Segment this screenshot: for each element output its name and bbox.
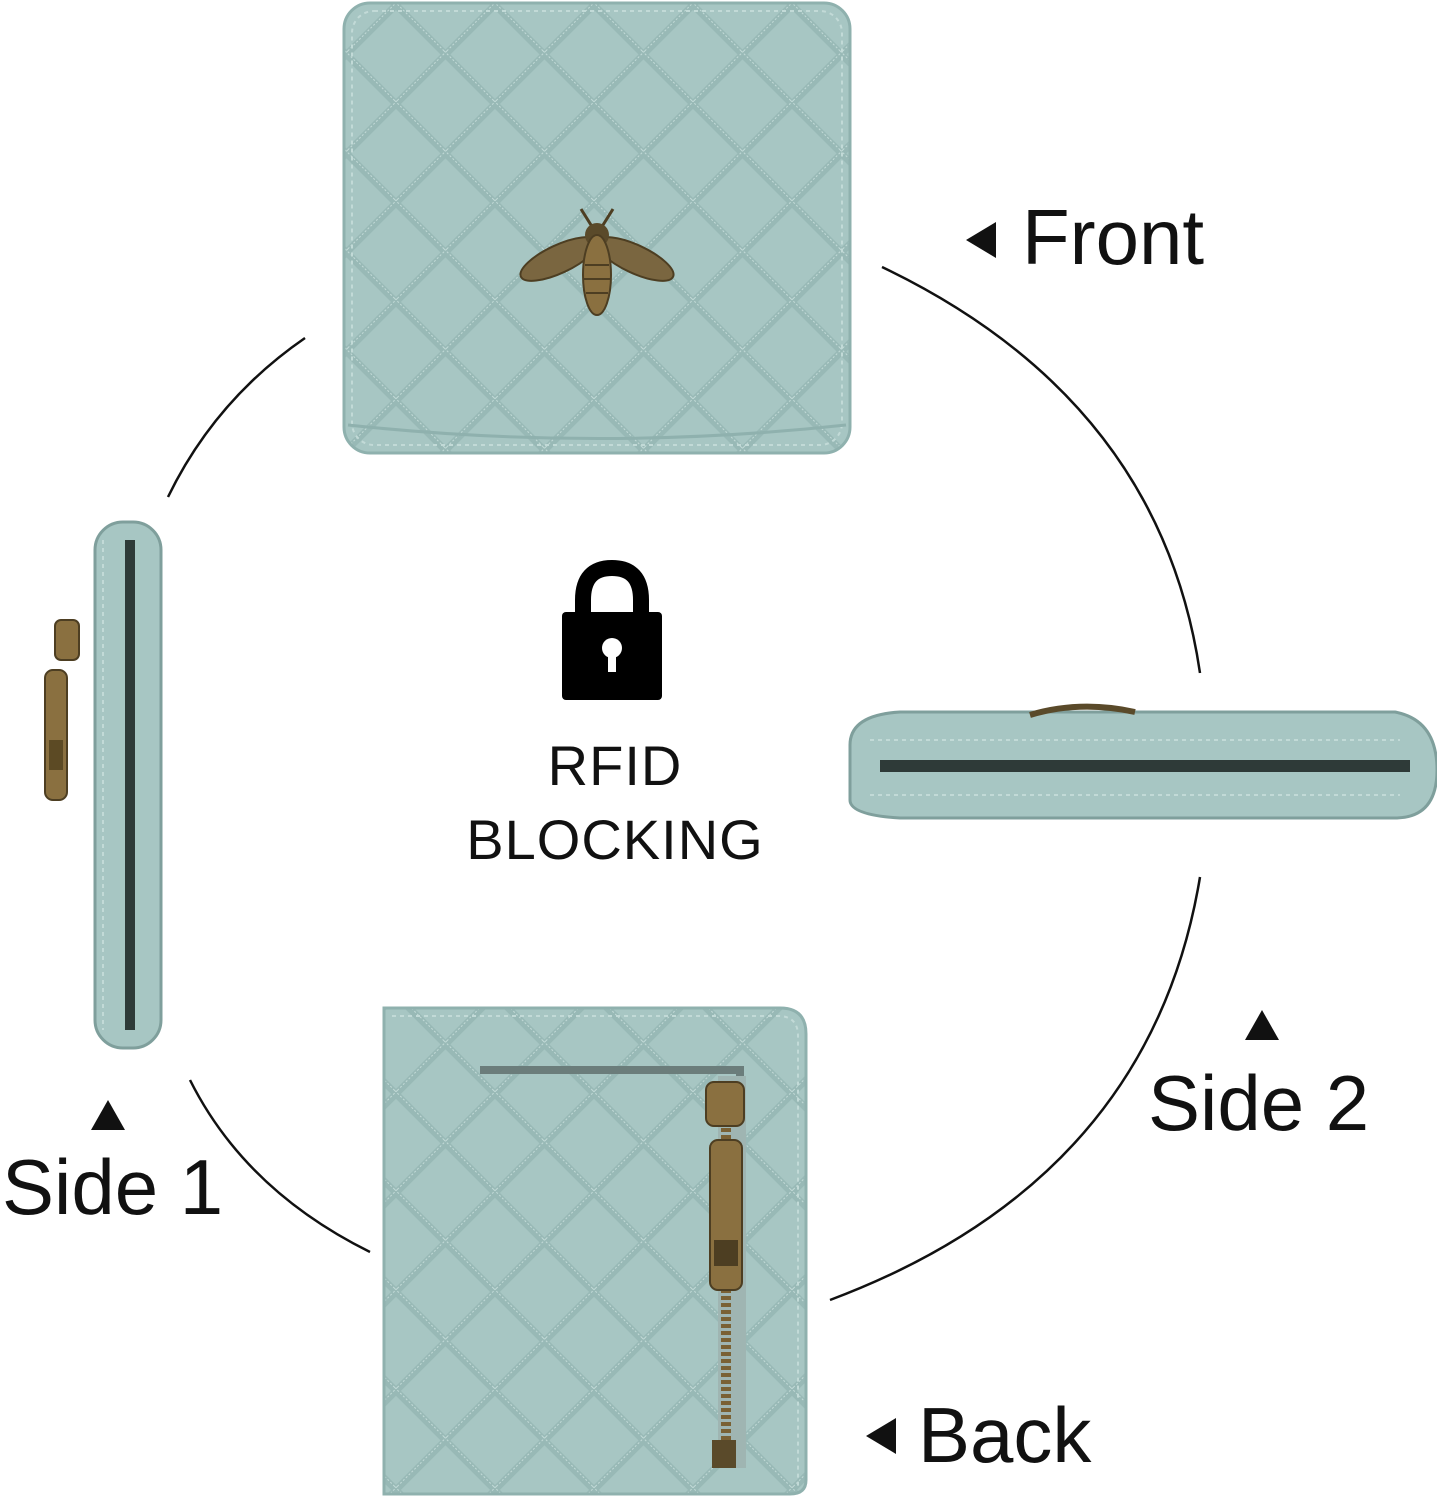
wallet-side2-view [848, 703, 1437, 820]
ring-arc-top-right [881, 265, 1202, 674]
rfid-line1: RFID [547, 734, 683, 797]
wallet-side1-view [44, 520, 163, 1050]
side2-label: Side 2 [1148, 1059, 1370, 1147]
back-caret-icon [866, 1418, 896, 1454]
ring-arc-bottom-right [829, 876, 1202, 1302]
rotation-ring [166, 265, 1202, 1302]
lock-icon [562, 559, 662, 700]
side1-label: Side 1 [2, 1143, 224, 1231]
zipper [705, 1081, 745, 1468]
bee-emblem [519, 208, 675, 316]
wallet-back-view [382, 1006, 808, 1496]
side1-caret-icon [91, 1100, 125, 1130]
back-label: Back [918, 1391, 1092, 1479]
front-label: Front [1022, 193, 1205, 281]
front-caret-icon [966, 222, 996, 258]
zipper-pull-side [44, 619, 80, 801]
ring-arc-bottom-left [188, 1079, 371, 1254]
rfid-line2: BLOCKING [466, 808, 764, 871]
side2-caret-icon [1245, 1010, 1279, 1040]
ring-arc-top-left [166, 336, 306, 498]
wallet-front-view [342, 1, 852, 455]
